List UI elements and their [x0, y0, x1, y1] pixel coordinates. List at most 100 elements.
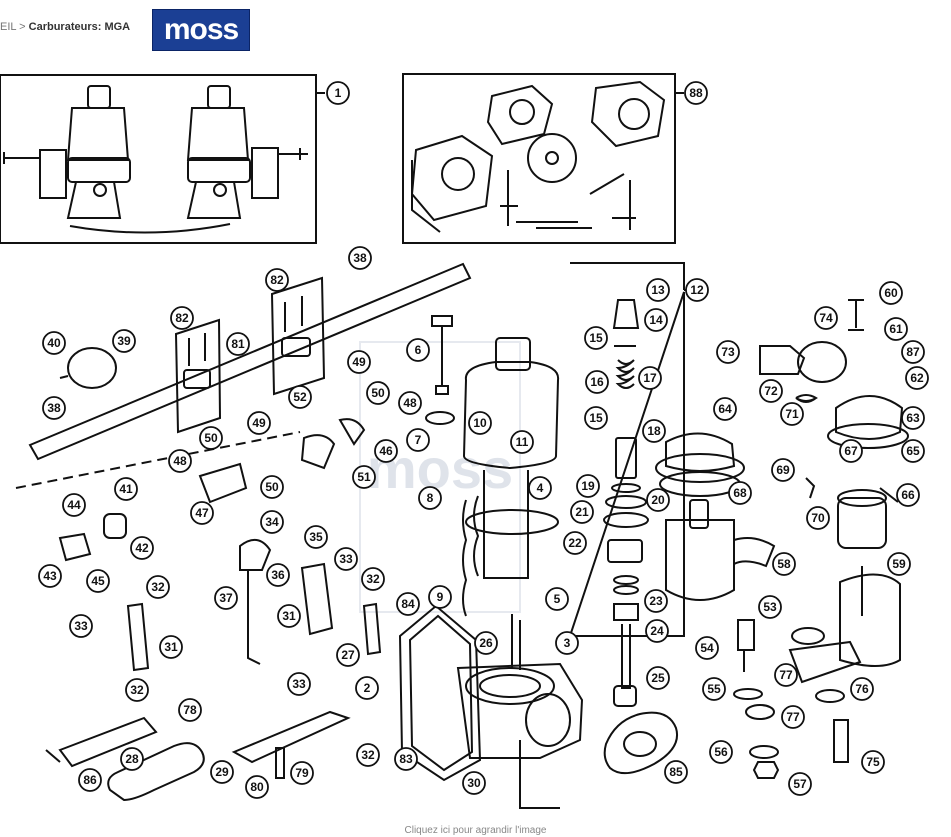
callout-number: 80 [250, 780, 264, 794]
throttle-spindle [28, 262, 472, 461]
callout-number: 74 [819, 311, 833, 325]
callout-number: 30 [467, 776, 481, 790]
callout-circle [304, 525, 328, 549]
callout-circle [406, 338, 430, 362]
callout-number: 50 [265, 480, 279, 494]
callout-number: 52 [293, 390, 307, 404]
breadcrumb-prefix[interactable]: EIL > [0, 21, 29, 33]
callout-number: 70 [811, 511, 825, 525]
callout-number: 34 [265, 515, 279, 529]
callout-47: 47 [190, 501, 214, 525]
callout-circle [814, 306, 838, 330]
callout-number: 64 [718, 402, 732, 416]
callout-38: 38 [42, 396, 66, 420]
callout-36: 36 [266, 563, 290, 587]
callout-circle [901, 439, 925, 463]
callout-85: 85 [664, 760, 688, 784]
callout-circle [645, 619, 669, 643]
callout-32: 32 [361, 567, 385, 591]
callout-circle [839, 439, 863, 463]
callout-circle [146, 575, 170, 599]
callout-circle [396, 592, 420, 616]
callout-circle [78, 768, 102, 792]
callout-28: 28 [120, 747, 144, 771]
enlarge-image-link[interactable]: Cliquez ici pour agrandir l'image [404, 825, 547, 836]
callout-65: 65 [901, 439, 925, 463]
throttle-brackets [174, 276, 326, 434]
callout-74: 74 [814, 306, 838, 330]
callout-54: 54 [695, 636, 719, 660]
callout-77: 77 [781, 705, 805, 729]
carburettor-body [398, 604, 584, 782]
float-cover [759, 299, 909, 549]
callout-number: 38 [47, 401, 61, 415]
callout-23: 23 [644, 589, 668, 613]
inset-twin-carburettors [0, 74, 325, 244]
callout-number: 73 [721, 345, 735, 359]
callout-82: 82 [265, 268, 289, 292]
float-chamber [655, 432, 776, 601]
callout-circle [266, 563, 290, 587]
callout-number: 7 [415, 433, 422, 447]
callout-circle [772, 552, 796, 576]
callout-circle [758, 595, 782, 619]
callout-72: 72 [759, 379, 783, 403]
callout-53: 53 [758, 595, 782, 619]
callout-number: 62 [910, 371, 924, 385]
callout-48: 48 [168, 449, 192, 473]
moss-logo[interactable]: moss [152, 9, 250, 51]
callout-67: 67 [839, 439, 863, 463]
callout-circle [288, 385, 312, 409]
callout-number: 32 [361, 748, 375, 762]
callout-circle [352, 465, 376, 489]
callout-number: 85 [669, 765, 683, 779]
callout-circle [356, 743, 380, 767]
callout-43: 43 [38, 564, 62, 588]
callout-64: 64 [713, 397, 737, 421]
callout-34: 34 [260, 510, 284, 534]
callout-number: 57 [793, 777, 807, 791]
callout-circle [265, 268, 289, 292]
callout-9: 9 [428, 585, 452, 609]
callout-32: 32 [356, 743, 380, 767]
callout-58: 58 [772, 552, 796, 576]
callout-2: 2 [355, 676, 379, 700]
callout-number: 14 [649, 313, 663, 327]
callout-number: 58 [777, 557, 791, 571]
callout-circle [555, 631, 579, 655]
callout-number: 82 [175, 311, 189, 325]
callout-circle [245, 775, 269, 799]
callout-circle [788, 772, 812, 796]
callout-69: 69 [771, 458, 795, 482]
callout-4: 4 [528, 476, 552, 500]
callout-84: 84 [396, 592, 420, 616]
callout-12: 12 [685, 278, 709, 302]
callout-16: 16 [585, 370, 609, 394]
callout-number: 54 [700, 641, 714, 655]
callout-57: 57 [788, 772, 812, 796]
callout-32: 32 [146, 575, 170, 599]
callout-number: 5 [554, 592, 561, 606]
callout-circle [545, 587, 569, 611]
callout-circle [462, 771, 486, 795]
callout-number: 23 [649, 594, 663, 608]
callout-circle [199, 426, 223, 450]
callout-8: 8 [418, 486, 442, 510]
callout-15: 15 [584, 326, 608, 350]
callout-number: 11 [516, 435, 529, 449]
callout-number: 49 [252, 416, 266, 430]
callout-circle [774, 663, 798, 687]
carburettor-exploded-diagram[interactable]: moss [0, 60, 951, 825]
callout-circle [570, 500, 594, 524]
callout-number: 38 [353, 251, 367, 265]
callout-circle [646, 666, 670, 690]
callout-circle [709, 740, 733, 764]
callout-number: 21 [575, 505, 589, 519]
diagram-artwork [0, 73, 909, 809]
callout-24: 24 [645, 619, 669, 643]
callout-number: 27 [341, 648, 355, 662]
callout-circle [584, 326, 608, 350]
callout-number: 79 [295, 766, 309, 780]
callout-33: 33 [69, 614, 93, 638]
